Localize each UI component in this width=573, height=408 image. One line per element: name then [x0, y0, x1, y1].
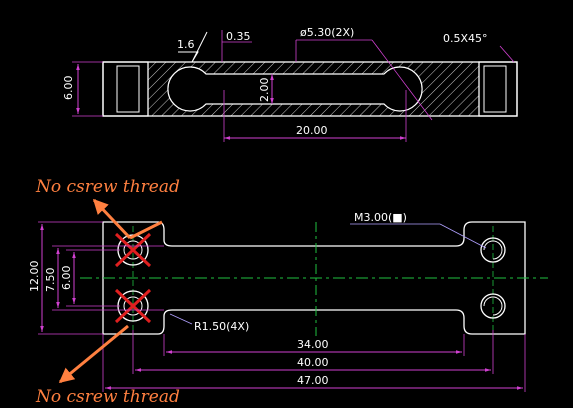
bottom-arrow-to-note	[58, 324, 129, 384]
dim47-label: 47.00	[297, 374, 329, 387]
left-bottom-hole-inner	[123, 296, 143, 316]
hole-callout-diag	[371, 39, 433, 121]
side-left-block-inner	[116, 65, 140, 113]
inner-dim-b-label: 6.00	[60, 266, 73, 291]
left-top-hole-inner	[123, 240, 143, 260]
top-arrow-tail	[129, 220, 163, 240]
hole-callout-label: ø5.30(2X)	[300, 26, 354, 39]
side-right-block-outer	[478, 61, 518, 117]
inner-dim-a-label: 7.50	[44, 268, 57, 293]
radius-callout-label: R1.50(4X)	[194, 320, 249, 333]
side-left-block-outer	[102, 61, 149, 117]
dim40-label: 40.00	[297, 356, 329, 369]
top-note: No csrew thread	[35, 177, 180, 197]
right-bottom-thread	[483, 296, 503, 316]
offset-dim-label: 0.35	[226, 30, 251, 43]
left-top-cross	[114, 232, 152, 268]
left-bottom-cross	[114, 288, 152, 324]
chamfer-label: 0.5X45°	[443, 32, 488, 45]
dim34-label: 34.00	[297, 338, 329, 351]
annotations: No csrew thread No csrew thread	[35, 177, 180, 407]
slot-height-label: 2.00	[258, 78, 271, 103]
side-right-block-inner	[483, 65, 507, 113]
surface-finish-symbol	[178, 31, 208, 63]
top-view: 12.00 7.50 6.00 34.00 40.00 47.00 M3.00(…	[28, 211, 548, 392]
bottom-note: No csrew thread	[35, 387, 180, 407]
width-dim-label: 12.00	[28, 261, 41, 293]
top-arrow-to-note	[92, 198, 132, 240]
side-view: 6.00 2.00 20.00 1.6 0.35 ø5.30(2X) 0.5X4…	[62, 26, 518, 142]
radius-callout-leader	[169, 313, 193, 325]
right-bottom-hole	[480, 293, 506, 319]
right-top-thread	[483, 240, 503, 260]
height-dim-label: 6.00	[62, 76, 75, 101]
spacing-dim-label: 20.00	[296, 124, 328, 137]
side-slot-cutout	[167, 66, 423, 112]
surface-finish-label: 1.6	[177, 38, 195, 51]
thread-callout-leader	[439, 223, 487, 249]
right-top-hole	[480, 237, 506, 263]
chamfer-leader	[499, 45, 515, 63]
thread-callout-label: M3.00(■)	[354, 211, 407, 224]
